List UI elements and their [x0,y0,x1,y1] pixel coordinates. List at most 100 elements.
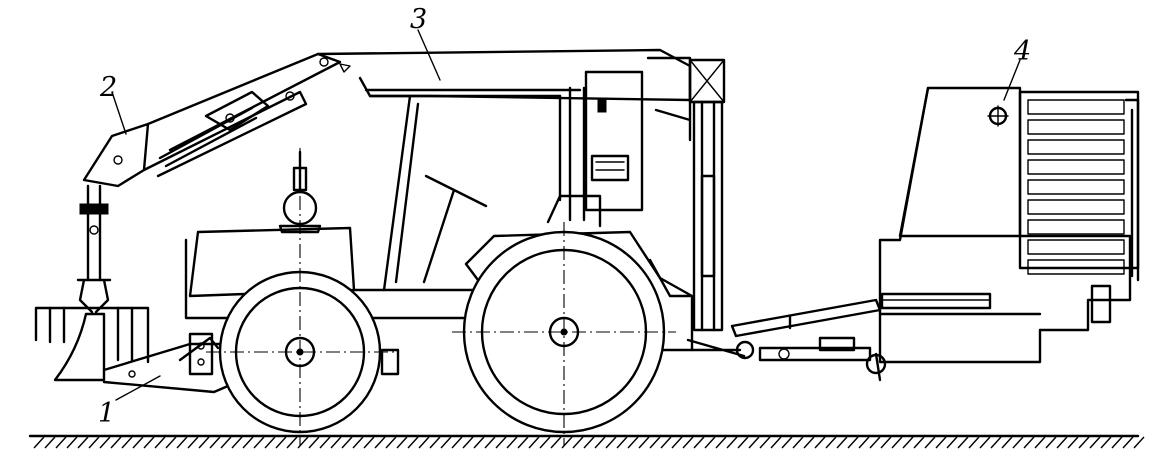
hatch-stroke [1023,436,1035,449]
hatch-stroke [748,436,760,449]
link-bracket [818,336,856,352]
leader-2 [111,91,127,135]
hatch-stroke [638,436,650,449]
hatch-stroke [770,436,782,449]
hatch-stroke [495,436,507,449]
hatch-stroke [990,436,1002,449]
leader-4 [1003,59,1021,101]
rear-mast [688,58,726,332]
hatch-stroke [825,436,837,449]
rear-fender-line [648,258,692,298]
air-cleaner-base [278,224,322,234]
hatch-stroke [902,436,914,449]
boom-cylinder-upper [158,106,258,168]
hatch-stroke [330,436,342,449]
hatch-stroke [935,436,947,449]
hatch-stroke [814,436,826,449]
hatch-stroke [484,436,496,449]
callout-labels: 1 2 3 4 [98,4,1031,429]
boom-arms [142,52,342,178]
hatch-stroke [715,436,727,449]
mast-rails [700,100,716,332]
hatch-stroke [308,436,320,449]
hatch-stroke [33,436,45,449]
lower-link [758,346,872,362]
hatch-stroke [792,436,804,449]
hatch-stroke [726,436,738,449]
hitch-cylinder [730,298,882,338]
step-bracket [380,348,400,376]
hatch-stroke [99,436,111,449]
callout-1: 1 [98,398,115,429]
hatch-stroke [605,436,617,449]
cab-rear-frame [568,86,586,222]
front-wheel [206,148,394,446]
implement-clamp [1090,284,1112,324]
hatch-stroke [781,436,793,449]
emblem-cross [987,105,1009,127]
hatch-stroke [352,436,364,449]
hatch-stroke [275,436,287,449]
hatch-stroke [407,436,419,449]
hatch-stroke [110,436,122,449]
hatch-stroke [132,436,144,449]
fork-tines [48,306,134,362]
hatch-stroke [572,436,584,449]
hatch-stroke [528,436,540,449]
hitch-ball [735,340,755,360]
hatch-stroke [176,436,188,449]
operator-cab [382,56,692,292]
callout-2: 2 [99,72,117,103]
hatch-stroke [77,436,89,449]
hatch-stroke [209,436,221,449]
hatch-stroke [1089,436,1101,449]
ground-hatching [33,436,1145,449]
hatch-stroke [539,436,551,449]
boom-pin-b [285,91,295,101]
callout-4: 4 [1013,36,1031,67]
implement-panel [898,86,1022,238]
hatch-stroke [440,436,452,449]
hatch-stroke [1056,436,1068,449]
hatch-stroke [1001,436,1013,449]
hatch-stroke [264,436,276,449]
hitch-drawbar [686,338,746,358]
crane-head [82,122,150,188]
hatch-stroke [693,436,705,449]
radiator-slat [1027,139,1125,155]
fork-blade [53,312,106,382]
hatch-stroke [1133,436,1145,449]
cylinder-pin [89,225,99,235]
hatch-stroke [297,436,309,449]
hatch-stroke [704,436,716,449]
leader-lines [111,29,1021,401]
hatch-stroke [682,436,694,449]
hatch-stroke [385,436,397,449]
hatch-stroke [517,436,529,449]
hatch-stroke [660,436,672,449]
radiator-slat [1027,219,1125,235]
hatch-stroke [946,436,958,449]
hatch-stroke [891,436,903,449]
rear-wheel [452,222,676,446]
hatch-stroke [1034,436,1046,449]
hatch-stroke [418,436,430,449]
hatch-stroke [594,436,606,449]
lower-link-pin [778,348,790,360]
hatch-stroke [913,436,925,449]
hatch-stroke [88,436,100,449]
radiator-side [1124,98,1140,282]
implement-tube [880,292,992,310]
hatch-stroke [737,436,749,449]
pivot-mark [339,63,351,73]
radiator-slat [1027,99,1125,115]
control-box [590,154,630,182]
bracket-pin-bottom [197,358,205,366]
hatch-stroke [121,436,133,449]
hatch-stroke [847,436,859,449]
hatch-stroke [506,436,518,449]
hatch-stroke [968,436,980,449]
boom-cylinder-block [204,90,270,132]
hatch-stroke [231,436,243,449]
